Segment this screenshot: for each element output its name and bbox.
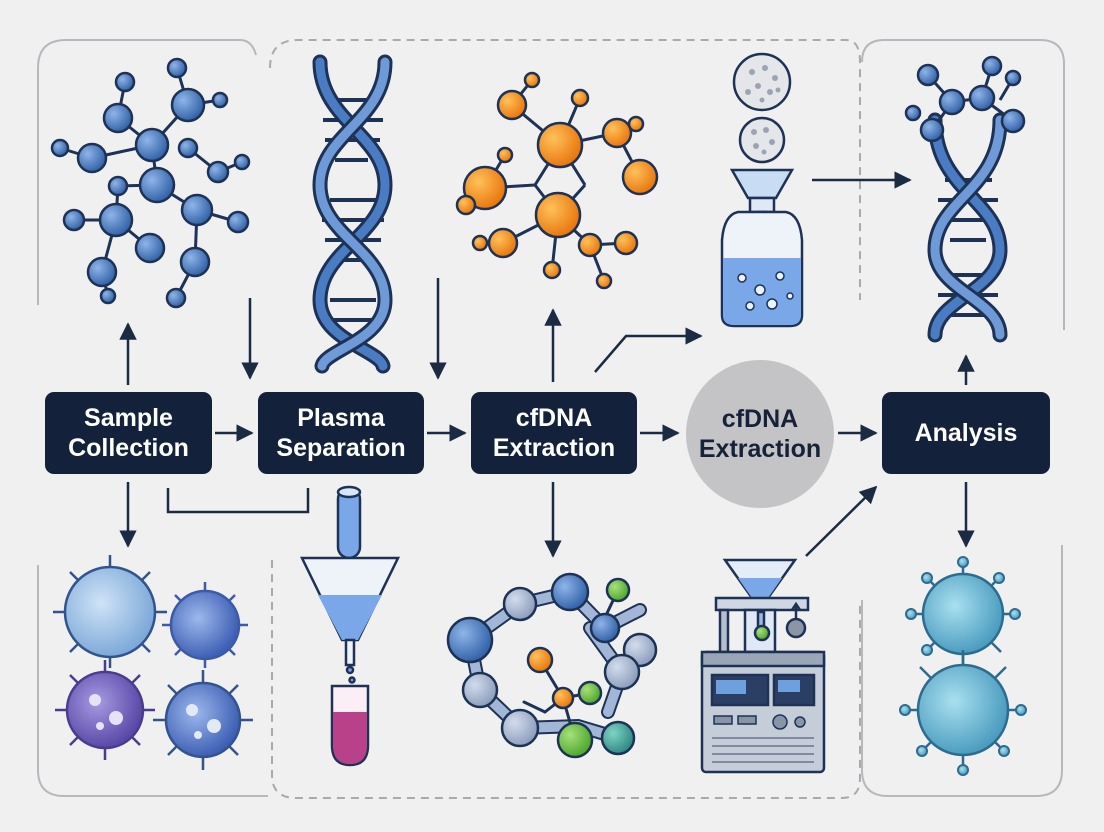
cfdna-extraction-box: cfDNA Extraction: [471, 392, 637, 474]
funnel-test-tube-icon: [299, 485, 401, 767]
cfdna-extraction-box-label-line1: cfDNA: [515, 404, 593, 432]
flow-arrows: [119, 171, 975, 558]
panel-borders: [37, 39, 1065, 799]
orange-molecule-network-icon: [455, 71, 659, 290]
virus-cluster-icon: [53, 555, 253, 770]
dna-helix-icon: [312, 54, 393, 374]
cfdna-extraction-box-label-line2: Extraction: [492, 434, 616, 462]
lab-instrument-icon: [700, 558, 826, 774]
analysis-box: Analysis: [882, 392, 1050, 474]
blue-molecule-network-icon: [50, 57, 251, 309]
sample-collection-label-line2: Collection: [68, 434, 189, 462]
plasma-separation-label-line2: Separation: [276, 434, 406, 462]
cfdna-extraction-circle-label-line2: Extraction: [698, 435, 822, 463]
plasma-separation-box: Plasma Separation: [258, 392, 424, 474]
filter-bottle-icon: [720, 52, 804, 328]
dna-helix-with-nodes-icon: [904, 55, 1026, 343]
sample-collection-label-line1: Sample: [84, 404, 173, 432]
plasma-separation-label-line1: Plasma: [297, 404, 385, 432]
analysis-label: Analysis: [914, 419, 1018, 447]
cfdna-extraction-circle: cfDNA Extraction: [686, 360, 834, 508]
blue-virus-pair-icon: [899, 556, 1027, 776]
cfdna-extraction-circle-label-line1: cfDNA: [721, 405, 799, 433]
molecule-chain-icon: [446, 572, 658, 759]
sample-collection-box: Sample Collection: [45, 392, 212, 474]
